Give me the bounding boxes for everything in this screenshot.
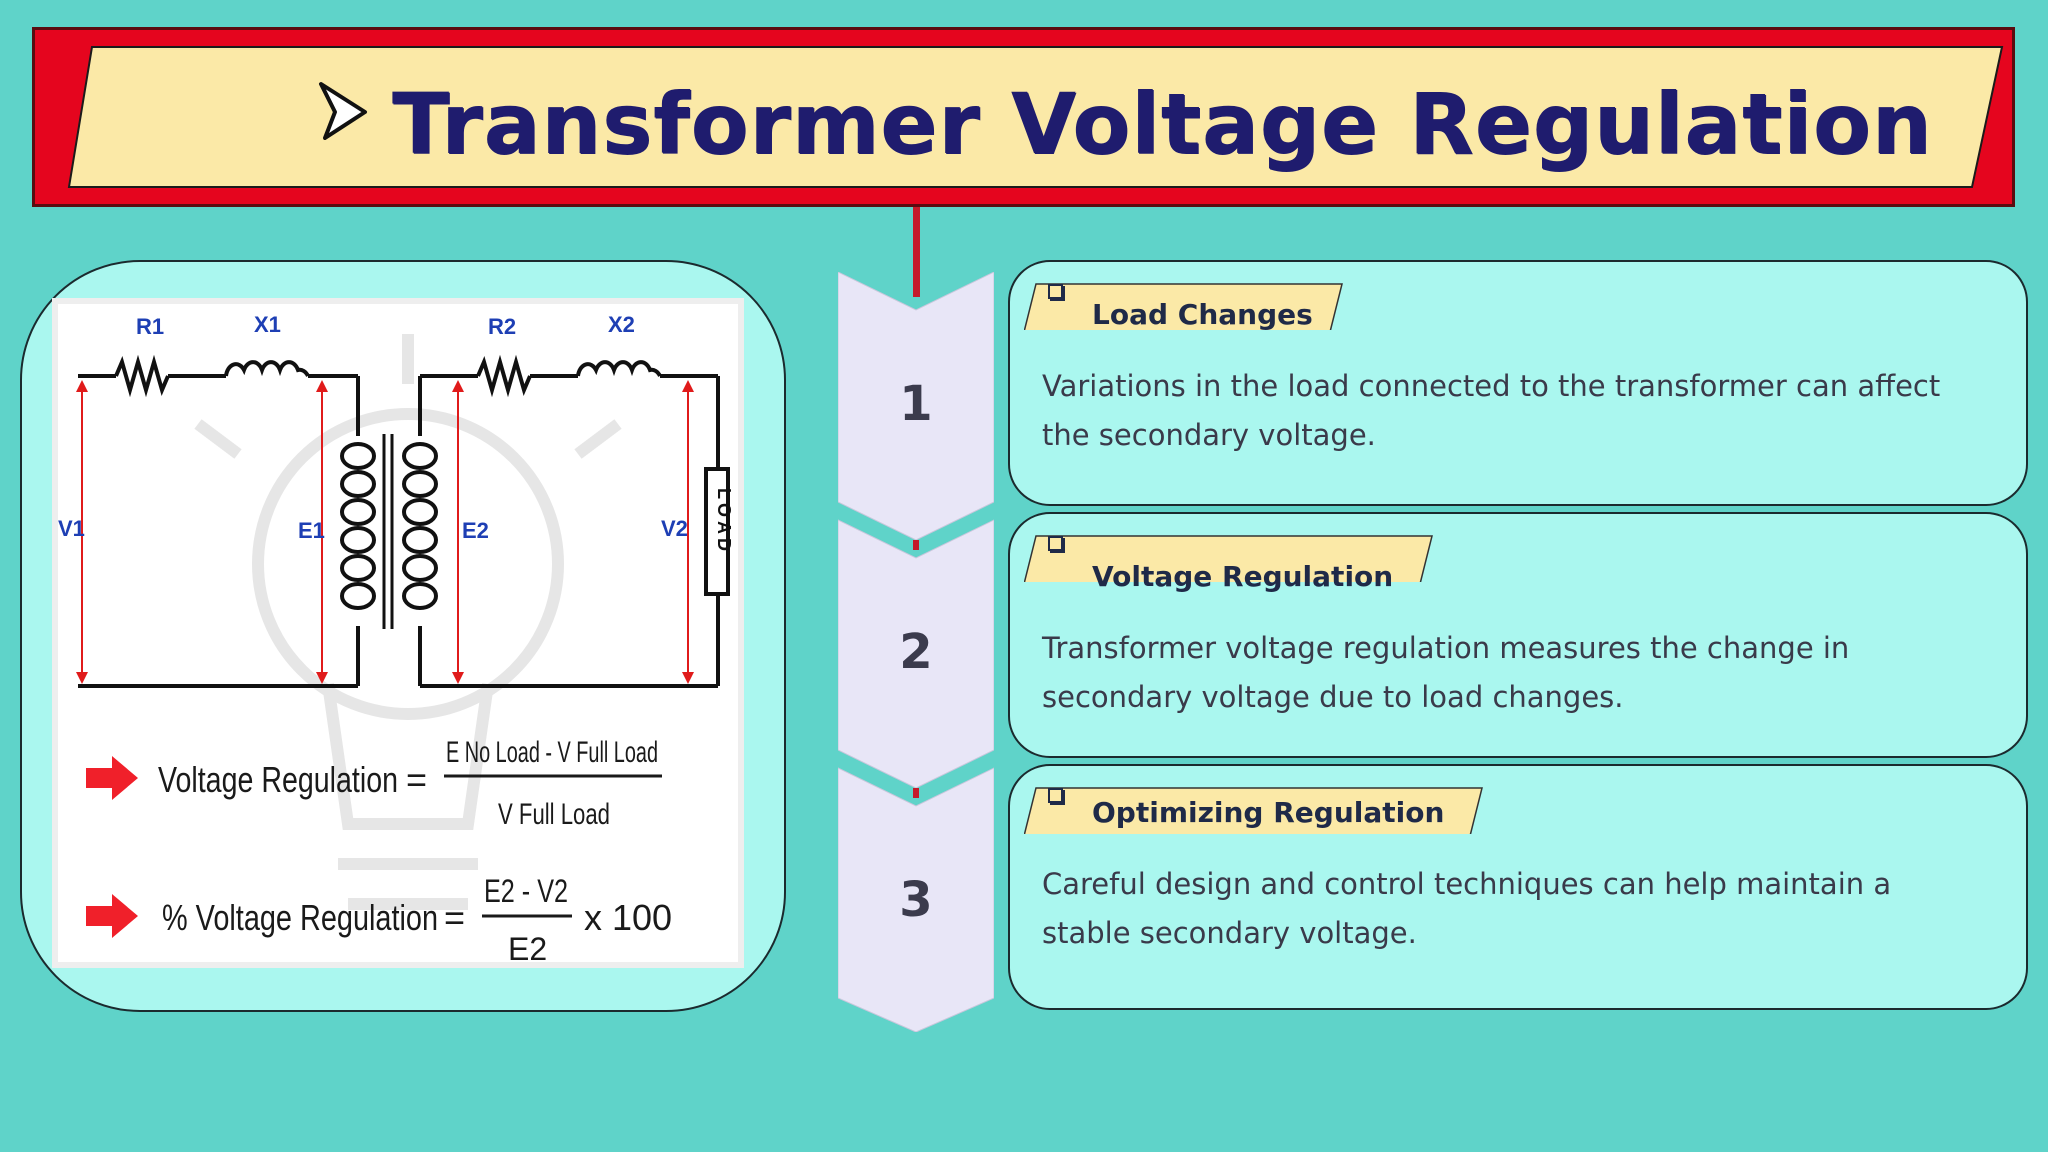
- step-text-1: Variations in the load connected to the …: [1042, 369, 1941, 452]
- step-number-2: 2: [899, 624, 933, 680]
- bulb-watermark-icon: [194, 334, 622, 910]
- checkbox-icon: [1048, 536, 1063, 551]
- label-e1: E1: [298, 518, 325, 543]
- step-card-1: Load Changes Variations in the load conn…: [1008, 260, 2028, 506]
- step-number-1: 1: [899, 376, 933, 432]
- chevron-step-1: [838, 272, 994, 541]
- step-tag-2: [1024, 535, 1433, 582]
- step-tag-3: [1024, 787, 1483, 834]
- formula-1-label: Voltage Regulation: [158, 759, 398, 800]
- label-v2: V2: [661, 516, 688, 541]
- checkbox-icon: [1048, 284, 1063, 299]
- label-v1: V1: [58, 516, 85, 541]
- label-r2: R2: [488, 314, 516, 339]
- chevron-step-2: [838, 519, 994, 789]
- step-text-2: Transformer voltage regulation measures …: [1042, 631, 1850, 714]
- formula-1-numerator: E No Load - V Full Load: [446, 736, 658, 769]
- formula-2-equals: =: [444, 897, 465, 938]
- step-heading-1: Load Changes: [1092, 298, 1313, 331]
- chevron-step-3: [838, 767, 994, 1032]
- page-title: Transformer Voltage Regulation: [392, 75, 1933, 173]
- step-card-2: Voltage Regulation Transformer voltage r…: [1008, 512, 2028, 758]
- checkbox-icon: [1048, 788, 1063, 803]
- step-chevrons: [838, 272, 994, 1032]
- circuit-panel: R1 X1 R2 X2 V1 E1 E2 V2 LOAD Voltage Reg…: [52, 298, 744, 968]
- title-connector: [913, 207, 920, 297]
- formula-2-denominator: E2: [508, 931, 547, 962]
- step-text-3: Careful design and control techniques ca…: [1042, 867, 1892, 950]
- step-heading-2: Voltage Regulation: [1092, 560, 1394, 593]
- formula-1-denominator: V Full Load: [498, 798, 610, 831]
- red-arrow-icon: [86, 894, 138, 938]
- label-r1: R1: [136, 314, 164, 339]
- arrowhead-icon: [319, 82, 367, 140]
- label-x2: X2: [608, 312, 635, 337]
- formula-2-label: % Voltage Regulation: [162, 897, 438, 938]
- label-e2: E2: [462, 518, 489, 543]
- title-banner: [67, 46, 2004, 188]
- formula-1-equals: =: [406, 759, 427, 800]
- red-arrow-icon: [86, 756, 138, 800]
- equivalent-circuit-diagram: R1 X1 R2 X2 V1 E1 E2 V2 LOAD Voltage Reg…: [58, 312, 734, 962]
- step-tag-1: [1024, 283, 1343, 330]
- label-load: LOAD: [714, 488, 734, 555]
- formula-2-multiplier: x 100: [584, 897, 672, 938]
- formula-2-numerator: E2 - V2: [484, 873, 568, 909]
- step-number-3: 3: [899, 872, 933, 928]
- step-heading-3: Optimizing Regulation: [1092, 796, 1445, 829]
- label-x1: X1: [254, 312, 281, 337]
- step-card-3: Optimizing Regulation Careful design and…: [1008, 764, 2028, 1010]
